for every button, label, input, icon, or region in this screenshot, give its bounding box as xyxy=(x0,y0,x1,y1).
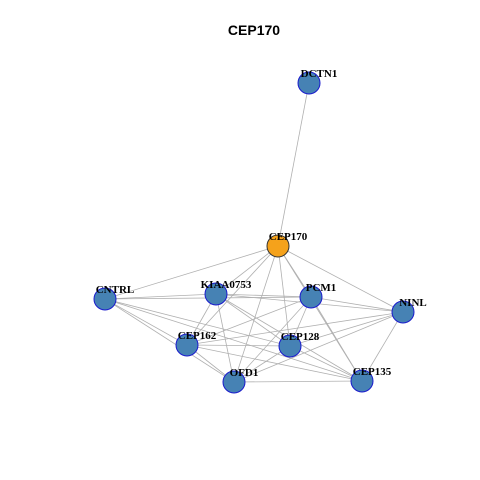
edge-cntrl-cep162 xyxy=(104,298,188,346)
edge-pcm1-cep162 xyxy=(186,296,312,346)
edge-dctn1-cep170 xyxy=(277,82,310,247)
edge-cntrl-cep135 xyxy=(104,298,363,382)
node-label-ninl: NINL xyxy=(399,297,427,309)
node-label-cep128: CEP128 xyxy=(281,331,320,343)
edge-kiaa0753-cep128 xyxy=(215,293,291,347)
node-pcm1[interactable] xyxy=(299,285,323,309)
node-label-dctn1: DCTN1 xyxy=(301,68,338,80)
edge-ofd1-cep135 xyxy=(233,380,363,383)
edge-pcm1-ofd1 xyxy=(233,296,312,383)
node-ofd1[interactable] xyxy=(222,370,246,394)
edge-cep128-cep135 xyxy=(289,345,363,382)
edge-cntrl-ofd1 xyxy=(104,298,235,383)
edge-ninl-cep135 xyxy=(361,311,404,382)
node-cep135[interactable] xyxy=(350,369,374,393)
node-label-kiaa0753: KIAA0753 xyxy=(201,279,252,291)
node-layer xyxy=(93,71,415,394)
edge-cntrl-kiaa0753 xyxy=(104,293,217,300)
node-cep170[interactable] xyxy=(266,234,290,258)
edge-ninl-cep128 xyxy=(289,311,404,347)
node-cntrl[interactable] xyxy=(93,287,117,311)
node-label-ofd1: OFD1 xyxy=(230,367,259,379)
edge-cep162-cep128 xyxy=(186,344,291,347)
edge-kiaa0753-ofd1 xyxy=(215,293,235,383)
edge-cep170-ninl xyxy=(277,245,404,313)
node-label-cntrl: CNTRL xyxy=(96,284,135,296)
edge-cep170-kiaa0753 xyxy=(215,245,279,295)
edge-ninl-cep162 xyxy=(186,311,404,346)
edge-cep170-cntrl xyxy=(104,245,279,300)
edge-cep162-cep135 xyxy=(186,344,363,382)
edge-cntrl-cep128 xyxy=(104,298,291,347)
edge-pcm1-ninl xyxy=(310,296,404,313)
node-label-cep162: CEP162 xyxy=(178,330,217,342)
node-ninl[interactable] xyxy=(391,300,415,324)
node-kiaa0753[interactable] xyxy=(204,282,228,306)
edge-layer xyxy=(104,82,404,383)
node-dctn1[interactable] xyxy=(297,71,321,95)
edge-ninl-ofd1 xyxy=(233,311,404,383)
node-label-cep135: CEP135 xyxy=(353,366,392,378)
diagram-title: CEP170 xyxy=(228,22,280,38)
edge-pcm1-cep135 xyxy=(310,296,363,382)
node-label-pcm1: PCM1 xyxy=(306,282,337,294)
node-label-cep170: CEP170 xyxy=(269,231,308,243)
node-cep162[interactable] xyxy=(175,333,199,357)
node-cep128[interactable] xyxy=(278,334,302,358)
edge-kiaa0753-pcm1 xyxy=(215,293,312,298)
edge-cep170-ofd1 xyxy=(233,245,279,383)
